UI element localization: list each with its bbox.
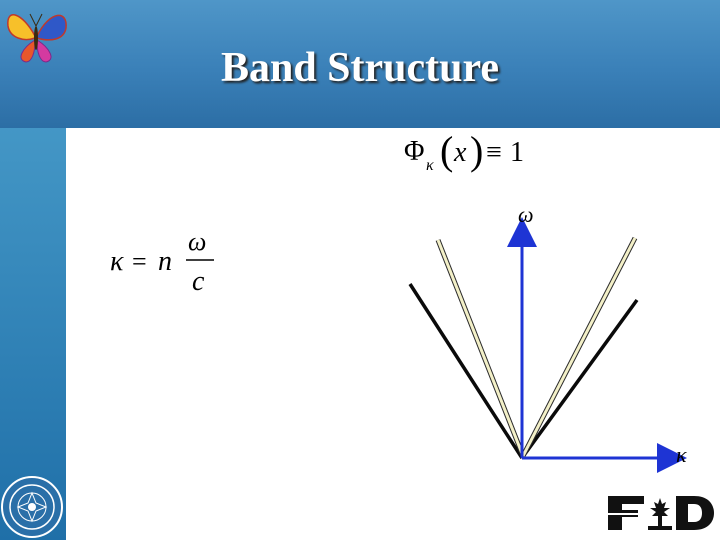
svg-text:c: c xyxy=(192,266,205,297)
svg-text:x: x xyxy=(453,137,467,168)
svg-text:κ: κ xyxy=(110,246,124,277)
svg-text:1: 1 xyxy=(510,137,524,168)
fd-logo-icon xyxy=(604,490,716,536)
workshop-text: 1st Workshop on Photonic Crystals xyxy=(280,499,500,516)
svg-text:ω: ω xyxy=(188,227,206,256)
equation-phi: Φ κ ( x ) ≡ 1 xyxy=(404,128,534,176)
bullet-item: The dispersion equation is: xyxy=(70,431,374,463)
bullet-item: For simple dielectric, xyxy=(70,396,374,428)
svg-text:Φ: Φ xyxy=(404,136,424,167)
svg-text:κ: κ xyxy=(426,157,434,174)
footer-workshop: 1st Workshop on Photonic Crystals Mashad… xyxy=(280,499,500,530)
bullet-text: For simple dielectric, xyxy=(104,398,317,426)
university-seal-icon xyxy=(0,474,66,540)
bullet-marker-icon xyxy=(72,407,82,417)
light-cone-label: Light Cone xyxy=(318,242,386,259)
svg-text:≡: ≡ xyxy=(486,137,502,168)
university-text: Sharif University of Technology xyxy=(74,513,225,527)
bullet-text: The dispersion equation is: xyxy=(104,433,374,461)
location-text: Mashad, Iran, September 2005 xyxy=(280,516,500,530)
copyright-text: © Copyright 2005 xyxy=(74,499,225,513)
omega-axis-label: ω xyxy=(518,202,534,227)
kappa-axis-label: κ xyxy=(676,442,687,467)
bullet-marker-icon xyxy=(72,442,82,452)
refractive-index-label: (n=1) xyxy=(320,275,352,291)
light-cone-diagram: ω κ xyxy=(380,200,720,480)
cone-line-dark-right xyxy=(522,300,637,458)
footer-copyright: © Copyright 2005 Sharif University of Te… xyxy=(74,499,225,527)
equation-kappa: κ = n ω c xyxy=(110,226,230,300)
cone-line-light-right-fill xyxy=(523,238,635,456)
slide-title: Band Structure xyxy=(0,44,720,92)
svg-text:): ) xyxy=(470,128,483,173)
svg-text:=: = xyxy=(132,247,147,276)
svg-text:n: n xyxy=(158,246,172,277)
svg-text:(: ( xyxy=(440,128,453,173)
bullet-list: For simple dielectric, The dispersion eq… xyxy=(70,396,374,466)
